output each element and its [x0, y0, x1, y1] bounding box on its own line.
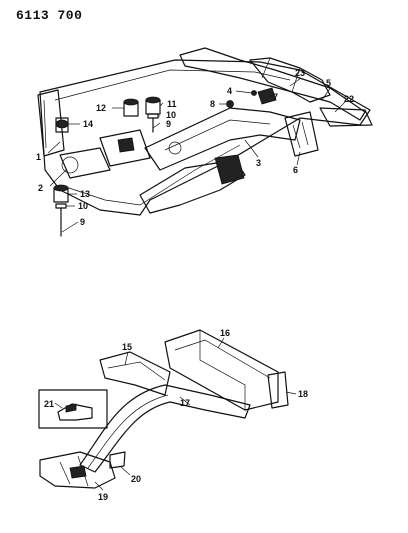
end-cap-18: [267, 371, 289, 409]
callout-10b: 10: [78, 201, 88, 211]
nut-8: [226, 100, 234, 108]
document-number: 6113 700: [16, 8, 83, 23]
callout-21: 21: [44, 399, 54, 409]
frame-rail-15: [99, 351, 171, 396]
insulator-14: [55, 119, 69, 129]
callout-1: 1: [36, 152, 41, 162]
lower-skid-plate: [139, 159, 246, 214]
callout-13: 13: [80, 189, 90, 199]
callout-8: 8: [210, 99, 215, 109]
callout-22: 22: [344, 94, 354, 104]
callout-19: 19: [98, 492, 108, 502]
callout-9a: 9: [166, 119, 171, 129]
callout-20: 20: [131, 474, 141, 484]
callout-16: 16: [220, 328, 230, 338]
callout-3: 3: [256, 158, 261, 168]
callout-12: 12: [96, 103, 106, 113]
mount-bracket-6: [284, 111, 319, 157]
mount-bracket-19: [39, 451, 116, 489]
callout-11: 11: [167, 99, 177, 109]
callout-17: 17: [180, 398, 190, 408]
upper-rear-rail: [179, 47, 366, 121]
callout-18: 18: [298, 389, 308, 399]
callout-14: 14: [83, 119, 93, 129]
rear-frame-assembly: [39, 329, 289, 489]
callout-15: 15: [122, 342, 132, 352]
front-crossmember-assembly: [37, 47, 373, 216]
callout-4: 4: [227, 86, 232, 96]
callout-2: 2: [38, 183, 43, 193]
left-bracket: [37, 89, 65, 157]
leader-lines: [47, 77, 346, 491]
callout-7: 7: [273, 92, 278, 102]
bracket-7: [257, 87, 277, 105]
callout-9b: 9: [80, 217, 85, 227]
engine-mount-insulators: [53, 87, 277, 237]
bolt-4: [251, 90, 257, 96]
callout-23: 23: [295, 68, 305, 78]
crossmember-17: [79, 384, 251, 473]
callout-10a: 10: [166, 110, 176, 120]
inset-box-21: [38, 389, 108, 429]
callout-6: 6: [293, 165, 298, 175]
callout-labels: 1 2 3 4 5 6 7 8 9 9 10 10 11 12 13 14 15…: [36, 68, 354, 502]
callout-5: 5: [326, 78, 331, 88]
bracket-22: [319, 107, 373, 127]
side-rail: [144, 107, 301, 171]
fastener-20: [109, 451, 126, 469]
